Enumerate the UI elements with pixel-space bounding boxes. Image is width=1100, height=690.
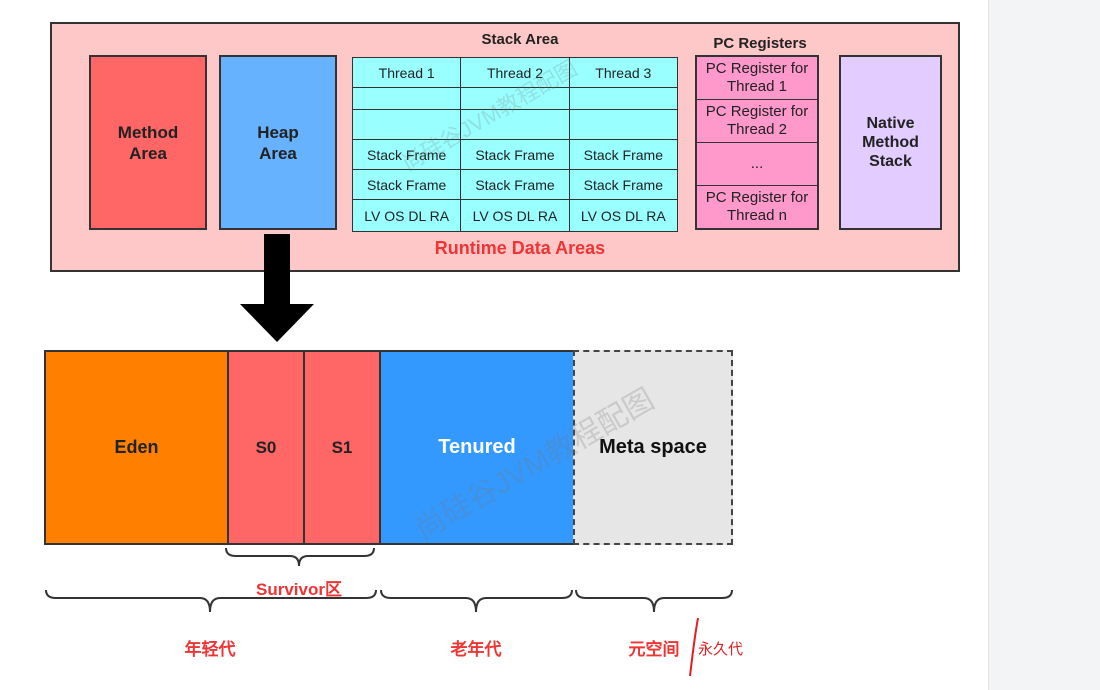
- stack-area-title: Stack Area: [481, 31, 559, 48]
- native-method-stack-block: Native Method Stack: [839, 55, 942, 230]
- old-gen-label: 老年代: [450, 640, 502, 659]
- stack-cell: LV OS DL RA: [568, 199, 679, 232]
- stack-cell: Stack Frame: [351, 169, 462, 200]
- stack-cell: Thread 3: [568, 57, 679, 88]
- stack-cell: LV OS DL RA: [460, 199, 570, 232]
- native-method-stack-label: Native Method Stack: [862, 115, 919, 170]
- survivor-s1-block: S1: [303, 350, 381, 545]
- pc-registers-title: PC Registers: [713, 35, 807, 52]
- stack-cell: [351, 109, 462, 140]
- stack-cell: Stack Frame: [568, 169, 679, 200]
- young-gen-label: 年轻代: [184, 640, 236, 659]
- s1-label: S1: [331, 437, 353, 457]
- pc-register-cell: ...: [697, 143, 817, 186]
- stack-cell: Stack Frame: [460, 169, 570, 200]
- tenured-block: Tenured: [379, 350, 575, 545]
- pc-register-cell: PC Register for Thread 1: [697, 57, 817, 100]
- stack-row: [351, 87, 679, 110]
- eden-block: Eden: [44, 350, 229, 545]
- survivor-label: Survivor区: [256, 580, 342, 599]
- eden-label: Eden: [114, 437, 159, 457]
- survivor-brace: [225, 547, 375, 567]
- stack-cell: Stack Frame: [460, 139, 570, 170]
- hand-drawn-stroke: [689, 617, 699, 677]
- pc-register-cell: PC Register for Thread 2: [697, 100, 817, 143]
- method-area-block: Method Area: [89, 55, 207, 230]
- stack-cell: Thread 2: [460, 57, 570, 88]
- meta-brace: [575, 589, 733, 613]
- stack-cell: [568, 87, 679, 110]
- pc-register-cell: PC Register for Thread n: [697, 186, 817, 228]
- permgen-handwritten-note: 永久代: [698, 641, 744, 658]
- method-area-label: Method Area: [117, 122, 179, 163]
- young-gen-brace: [45, 589, 377, 613]
- meta-space-label: Meta space: [599, 436, 707, 458]
- heap-area-block: Heap Area: [219, 55, 337, 230]
- heap-area-label: Heap Area: [257, 122, 299, 163]
- stack-cell: Thread 1: [351, 57, 462, 88]
- s0-label: S0: [255, 437, 277, 457]
- stack-cell: [460, 87, 570, 110]
- stack-cell: LV OS DL RA: [351, 199, 462, 232]
- tenured-label: Tenured: [438, 436, 516, 458]
- runtime-data-areas-title: Runtime Data Areas: [434, 238, 606, 258]
- stack-cell: Stack Frame: [351, 139, 462, 170]
- old-gen-brace: [380, 589, 573, 613]
- stack-cell: [351, 87, 462, 110]
- meta-space-block: Meta space: [573, 350, 733, 545]
- metaspace-label: 元空间: [628, 640, 680, 659]
